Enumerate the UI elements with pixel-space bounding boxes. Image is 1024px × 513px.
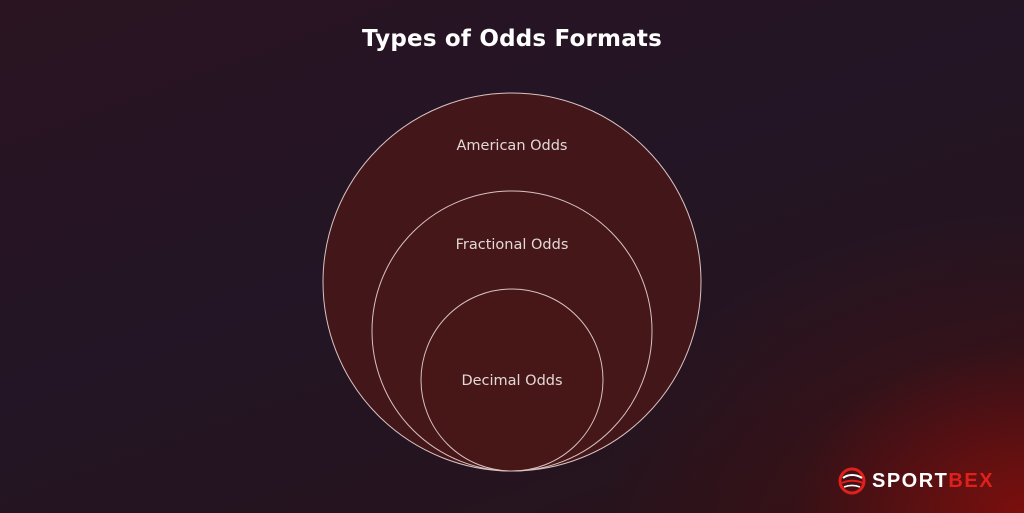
sportbex-logo-text: SPORTBEX <box>872 466 994 496</box>
label-decimal-odds: Decimal Odds <box>461 373 563 389</box>
sportbex-logo-icon <box>838 467 866 495</box>
page-title: Types of Odds Formats <box>362 26 662 52</box>
logo-text-bex: BEX <box>948 470 995 492</box>
circle-decimal-odds <box>420 288 604 472</box>
logo-text-sport: SPORT <box>872 470 949 492</box>
label-fractional-odds: Fractional Odds <box>455 237 569 253</box>
label-american-odds: American Odds <box>456 138 568 154</box>
sportbex-logo: SPORTBEX <box>838 466 994 496</box>
